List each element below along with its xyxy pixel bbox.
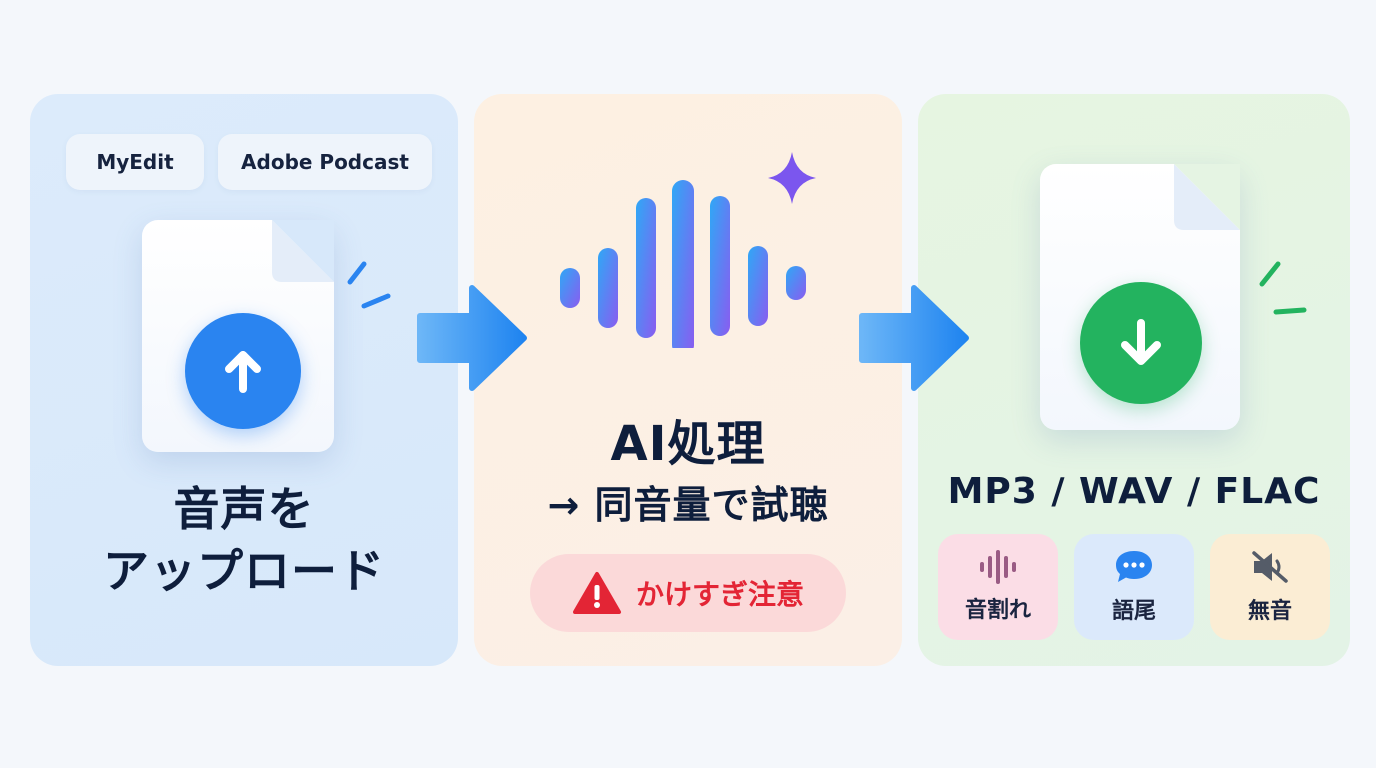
sparkle-icon — [768, 152, 816, 204]
waveform-icon — [980, 550, 1016, 584]
upload-file-icon — [142, 220, 334, 452]
speech-bubble-icon — [1116, 551, 1152, 582]
download-arrow-icon — [1080, 282, 1202, 404]
waveform-icon — [560, 152, 816, 348]
upload-label-line2: アップロード — [103, 544, 385, 598]
warning-triangle-icon — [572, 572, 621, 614]
spark-lines-icon — [347, 261, 391, 309]
spark-lines-icon — [1259, 261, 1307, 315]
upload-panel: MyEdit Adobe Podcast 音声を アップロード — [30, 94, 458, 666]
upload-label-line1: 音声を — [173, 482, 315, 536]
output-formats: MP3 / WAV / FLAC — [947, 471, 1321, 512]
issue-label: 無音 — [1247, 599, 1292, 624]
page-fold-icon — [272, 220, 334, 282]
adobe-podcast-chip: Adobe Podcast — [218, 134, 432, 190]
flow-arrow-icon — [417, 285, 527, 391]
myedit-chip: MyEdit — [66, 134, 204, 190]
issue-label: 語尾 — [1111, 599, 1156, 624]
process-subtitle: → 同音量で試聴 — [547, 483, 829, 527]
overuse-warning-badge: かけすぎ注意 — [530, 554, 846, 632]
upload-arrow-icon — [185, 313, 301, 429]
issue-label: 音割れ — [964, 598, 1031, 623]
flow-arrow-icon — [859, 285, 969, 391]
process-title: AI処理 — [610, 416, 766, 472]
warning-text: かけすぎ注意 — [635, 578, 804, 611]
page-fold-icon — [1174, 164, 1240, 230]
muted-speaker-icon — [1252, 551, 1288, 583]
issue-silence: 無音 — [1210, 534, 1330, 640]
issue-word-ending: 語尾 — [1074, 534, 1194, 640]
process-panel: AI処理 → 同音量で試聴 かけすぎ注意 — [474, 94, 902, 666]
output-panel: MP3 / WAV / FLAC 音割れ 語尾 無音 — [918, 94, 1350, 666]
output-file-icon — [1040, 164, 1240, 430]
issue-clipping: 音割れ — [938, 534, 1058, 640]
